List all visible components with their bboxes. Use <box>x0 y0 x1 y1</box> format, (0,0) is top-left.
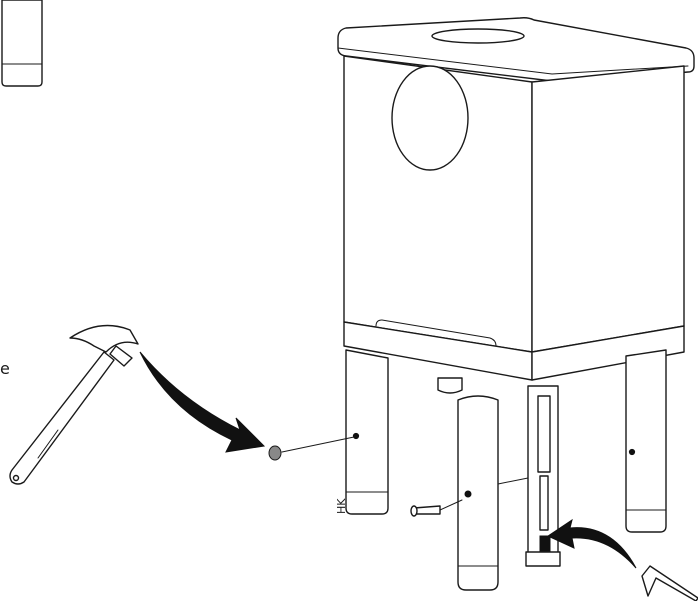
allen-key-icon <box>641 565 698 601</box>
hammer-icon <box>9 324 139 485</box>
side-mark-text: HK <box>335 498 348 514</box>
detached-leg <box>1 0 43 87</box>
curved-arrow-icon-right <box>546 518 637 569</box>
container-body <box>337 17 695 381</box>
height-adjuster <box>497 385 561 567</box>
leg-detached-middle <box>457 395 499 591</box>
curved-arrow-icon <box>139 351 266 453</box>
cap-plug-icon <box>268 436 355 461</box>
leg-front-right <box>625 349 667 533</box>
leg-front-left <box>345 349 389 515</box>
leg-back <box>437 377 463 394</box>
screw-icon <box>410 499 463 517</box>
edge-text: e <box>0 359 10 378</box>
